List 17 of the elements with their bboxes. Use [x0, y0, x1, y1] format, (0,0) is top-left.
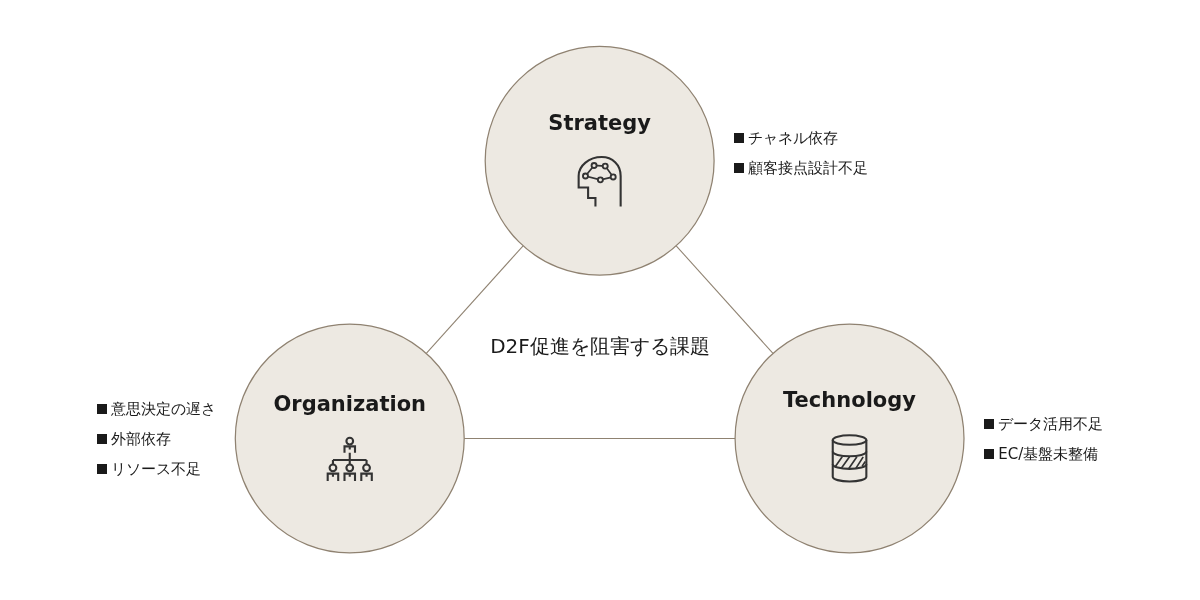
issue-text: 顧客接点設計不足: [748, 158, 869, 180]
circle-title: Technology: [783, 387, 917, 414]
issue-text: 外部依存: [110, 428, 171, 450]
connector-line: [464, 438, 736, 440]
issue-text: チャネル依存: [748, 128, 839, 150]
issue-text: EC/基盤未整備: [998, 443, 1099, 465]
issue-text: 意思決定の遅さ: [110, 398, 216, 420]
center-text: D2F促進を阻害する課題: [490, 332, 710, 360]
connector-line: [426, 245, 524, 355]
issue-text: リソース不足: [110, 458, 201, 480]
category-circle: [235, 323, 466, 554]
circle-title: Strategy: [548, 110, 652, 136]
connector-line: [676, 245, 774, 355]
issue-text: データ活用不足: [998, 413, 1104, 435]
circle-title: Organization: [273, 391, 427, 417]
category-circle: [734, 323, 965, 554]
category-circle: [484, 46, 716, 277]
